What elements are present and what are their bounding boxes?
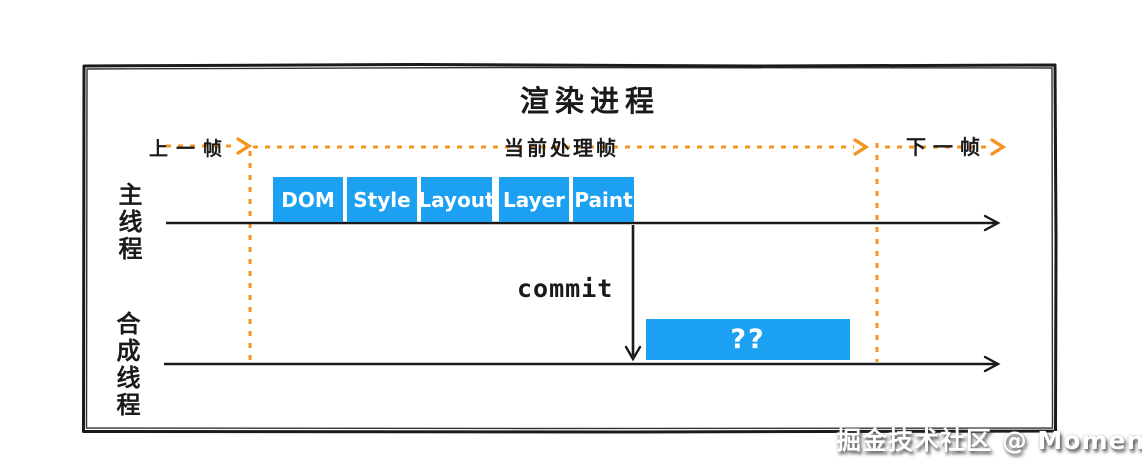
previous-frame-arrow	[166, 137, 253, 155]
next-frame-arrow	[885, 138, 1007, 156]
compositor-thread-line	[164, 355, 1001, 373]
commit-arrow	[624, 225, 642, 362]
watermark: 掘金技术社区 @ Moment	[836, 426, 1142, 455]
stage-dom: DOM	[273, 177, 343, 222]
stage-layer: Layer	[499, 177, 569, 222]
next-frame-label: 下一帧	[906, 135, 987, 159]
current-frame-arrow	[253, 138, 870, 156]
compositor-thread-label: 合成线程	[112, 311, 140, 419]
frame-border	[82, 63, 1058, 434]
diagram-title: 渲染进程	[519, 84, 660, 118]
main-thread-line	[166, 214, 1001, 232]
main-thread-label: 主线程	[114, 182, 142, 263]
previous-frame-label: 上一帧	[149, 138, 231, 160]
current-frame-label: 当前处理帧	[504, 136, 619, 160]
commit-label: commit	[517, 274, 614, 303]
stage-layout: Layout	[418, 177, 495, 222]
stage-paint: Paint	[573, 177, 634, 222]
compositor-task-box: ??	[646, 319, 850, 360]
stage-style: Style	[347, 177, 417, 222]
